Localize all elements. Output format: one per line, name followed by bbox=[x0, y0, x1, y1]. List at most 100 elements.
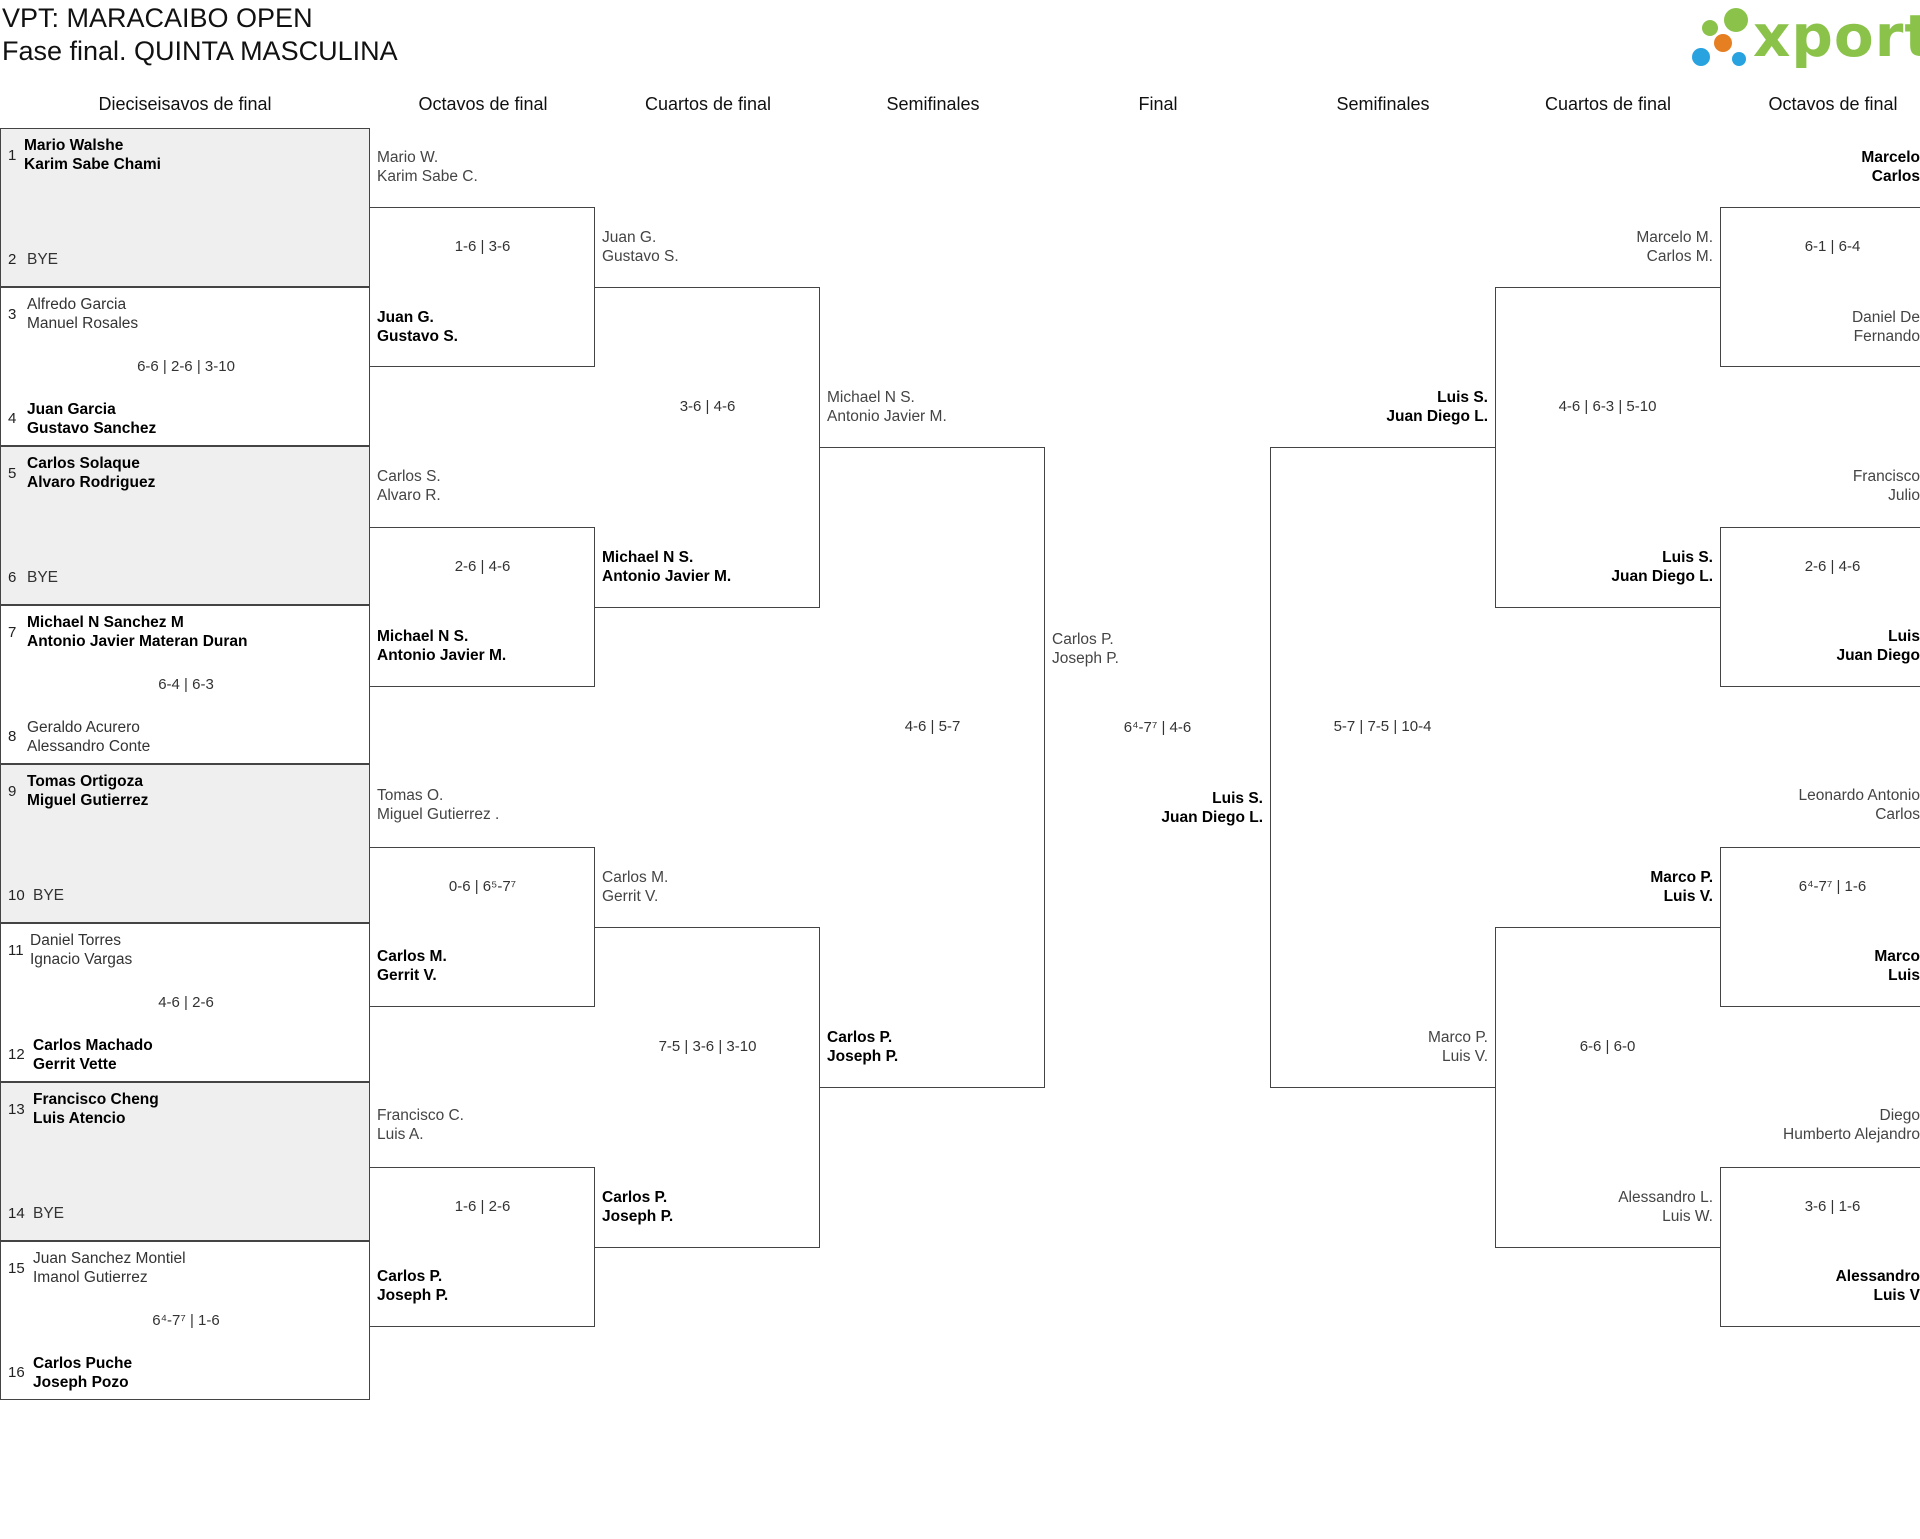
player: Alessandro L. bbox=[1618, 1189, 1713, 1206]
player: Mario Walshe bbox=[24, 137, 124, 154]
player: Imanol Gutierrez bbox=[33, 1269, 148, 1286]
seed: 12 bbox=[8, 1046, 25, 1063]
player: Marcelo bbox=[1861, 149, 1920, 166]
seed: 11 bbox=[8, 942, 24, 959]
round-header-sf-left: Semifinales bbox=[886, 94, 980, 114]
player: Gerrit V. bbox=[377, 967, 437, 984]
player: Juan Garcia bbox=[27, 401, 116, 418]
player: Carlos M. bbox=[602, 869, 669, 886]
logo-dot-green-icon bbox=[1724, 8, 1748, 32]
match-score: 0-6 | 6⁵-7⁷ bbox=[448, 878, 517, 895]
seed: 5 bbox=[8, 465, 17, 482]
player: Carlos Machado bbox=[33, 1037, 153, 1054]
match-box bbox=[1720, 847, 1920, 1007]
player: Fernando bbox=[1853, 328, 1920, 345]
seed: 2 bbox=[8, 251, 17, 268]
player: Luis bbox=[1888, 967, 1920, 984]
logo-dot-blue-icon bbox=[1692, 48, 1710, 66]
match-score: 2-6 | 4-6 bbox=[454, 558, 511, 575]
match-score: 4-6 | 6-3 | 5-10 bbox=[1558, 398, 1657, 415]
match-score: 1-6 | 2-6 bbox=[454, 1198, 511, 1215]
player: Karim Sabe C. bbox=[377, 168, 478, 185]
logo-dot-orange-icon bbox=[1714, 34, 1732, 52]
match-r32: 1 Mario Walshe Karim Sabe Chami 2 BYE bbox=[0, 128, 370, 287]
player: Humberto Alejandro bbox=[1783, 1126, 1920, 1143]
player: Gustavo S. bbox=[602, 248, 679, 265]
seed: 1 bbox=[8, 147, 17, 164]
player: Daniel De bbox=[1851, 309, 1920, 326]
player: Antonio Javier M. bbox=[602, 568, 732, 585]
match-r32: 13 Francisco Cheng Luis Atencio 14 BYE bbox=[0, 1082, 370, 1241]
player: Alvaro R. bbox=[377, 487, 441, 504]
match-score: 6-1 | 6-4 bbox=[1804, 238, 1861, 255]
player: Gustavo Sanchez bbox=[27, 420, 157, 437]
player: Antonio Javier M. bbox=[827, 408, 947, 425]
seed: 7 bbox=[8, 624, 17, 641]
player: Luis V bbox=[1873, 1287, 1920, 1304]
seed: 9 bbox=[8, 783, 17, 800]
player: Luis S. bbox=[1662, 549, 1713, 566]
match-score: 3-6 | 1-6 bbox=[1804, 1198, 1861, 1215]
player: Francisco bbox=[1852, 468, 1920, 485]
player: Carlos bbox=[1875, 806, 1920, 823]
player: Juan Sanchez Montiel bbox=[33, 1250, 186, 1267]
match-box bbox=[820, 447, 1045, 1088]
match-box bbox=[370, 207, 595, 367]
player: Tomas Ortigoza bbox=[27, 773, 143, 790]
match-score: 6⁴-7⁷ | 1-6 bbox=[152, 1312, 220, 1329]
match-box bbox=[1720, 527, 1920, 687]
round-header-r16-left: Octavos de final bbox=[418, 94, 548, 114]
round-header-qf-left: Cuartos de final bbox=[644, 94, 772, 114]
player: Miguel Gutierrez . bbox=[377, 806, 500, 823]
player: Ignacio Vargas bbox=[30, 951, 133, 968]
player: Carlos P. bbox=[602, 1189, 668, 1206]
seed: 16 bbox=[8, 1364, 25, 1381]
player: Michael N S. bbox=[827, 389, 915, 406]
match-box bbox=[1495, 287, 1720, 608]
match-r32: 3 Alfredo Garcia Manuel Rosales 6-6 | 2-… bbox=[0, 287, 370, 446]
player: Diego bbox=[1879, 1107, 1920, 1124]
player: Carlos Puche bbox=[33, 1355, 133, 1372]
match-r32: 9 Tomas Ortigoza Miguel Gutierrez 10 BYE bbox=[0, 764, 370, 923]
player: Luis V. bbox=[1663, 888, 1713, 905]
player: Juan G. bbox=[377, 309, 434, 326]
seed: 13 bbox=[8, 1101, 25, 1118]
player: Juan Diego L. bbox=[1611, 568, 1713, 585]
player: Francisco Cheng bbox=[33, 1091, 159, 1108]
match-score: 4-6 | 2-6 bbox=[158, 994, 214, 1011]
match-score: 7-5 | 3-6 | 3-10 bbox=[658, 1038, 757, 1055]
player: Alfredo Garcia bbox=[27, 296, 127, 313]
round-header-r16-right: Octavos de final bbox=[1768, 94, 1898, 114]
match-box bbox=[1720, 1167, 1920, 1327]
player: Daniel Torres bbox=[30, 932, 122, 949]
player: Carlos P. bbox=[827, 1029, 893, 1046]
match-box bbox=[370, 527, 595, 687]
match-score: 6-6 | 2-6 | 3-10 bbox=[137, 358, 235, 375]
match-score: 6⁴-7⁷ | 1-6 bbox=[1798, 878, 1867, 895]
player: Carlos S. bbox=[377, 468, 441, 485]
player: Juan Diego L. bbox=[1161, 809, 1263, 826]
player: Carlos P. bbox=[1052, 631, 1114, 648]
player: Gerrit Vette bbox=[33, 1056, 117, 1073]
player: Carlos P. bbox=[377, 1268, 443, 1285]
player: Carlos bbox=[1871, 168, 1920, 185]
seed: 15 bbox=[8, 1260, 25, 1277]
seed: 3 bbox=[8, 306, 17, 323]
player: Juan Diego L. bbox=[1386, 408, 1488, 425]
player: Alessandro bbox=[1835, 1268, 1920, 1285]
match-r32: 5 Carlos Solaque Alvaro Rodriguez 6 BYE bbox=[0, 446, 370, 605]
page-title: VPT: MARACAIBO OPEN bbox=[2, 3, 313, 33]
logo-text: xporty bbox=[1753, 2, 1920, 70]
player: Francisco C. bbox=[377, 1107, 464, 1124]
seed: 14 bbox=[8, 1205, 25, 1222]
player: Tomas O. bbox=[377, 787, 444, 804]
player: Marco P. bbox=[1650, 869, 1713, 886]
player: Carlos M. bbox=[1646, 248, 1713, 265]
player: Joseph Pozo bbox=[33, 1374, 129, 1391]
player: Joseph P. bbox=[1052, 650, 1119, 667]
player: Luis A. bbox=[377, 1126, 424, 1143]
player: Gustavo S. bbox=[377, 328, 458, 345]
match-box bbox=[595, 287, 820, 608]
player: Joseph P. bbox=[602, 1208, 674, 1225]
player: Carlos M. bbox=[377, 948, 447, 965]
